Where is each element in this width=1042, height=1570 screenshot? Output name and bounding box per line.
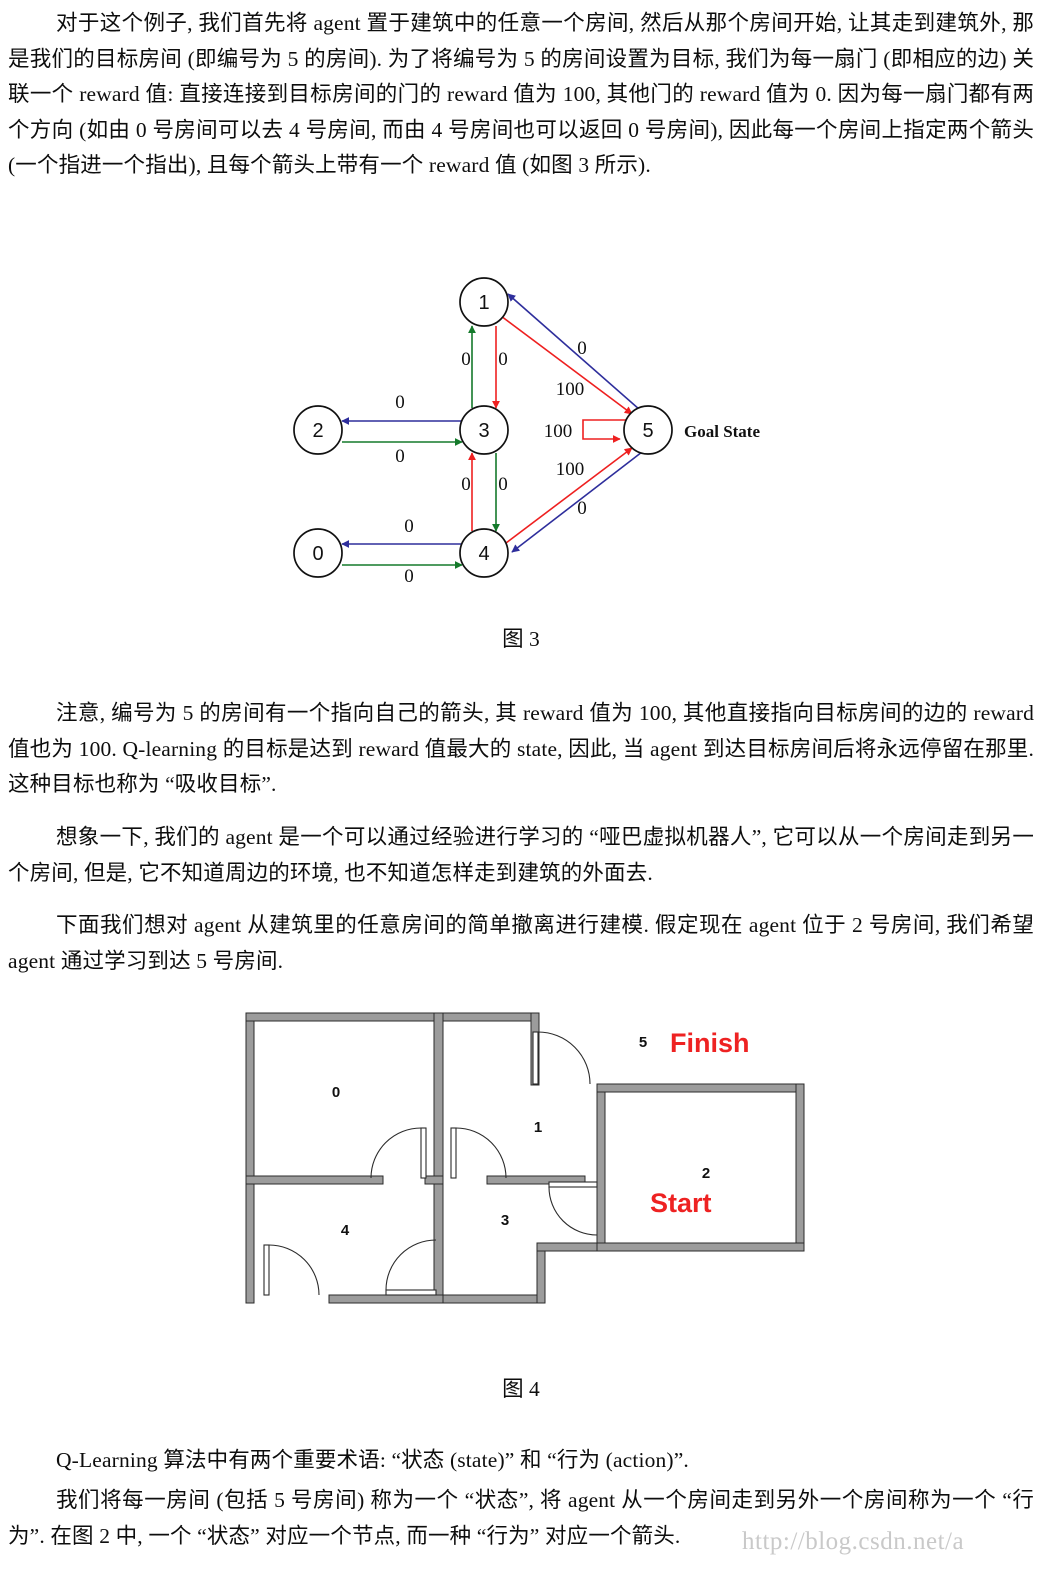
node-label-4: 4: [478, 543, 489, 565]
edge-4-to-5: [505, 447, 633, 544]
paragraph-4: 下面我们想对 agent 从建筑里的任意房间的简单撤离进行建模. 假定现在 ag…: [8, 913, 1034, 973]
reward-label-3-1: 0: [461, 349, 471, 370]
watermark-text: http://blog.csdn.net/a: [742, 1528, 965, 1555]
door-3-to-2: [548, 1181, 598, 1236]
node-label-0: 0: [312, 543, 323, 565]
edge-5-self-loop: [582, 419, 626, 443]
door-0-to-4: [370, 1127, 427, 1179]
reward-label-1-5: 100: [556, 379, 585, 400]
figure-3-graph: 1 2 3 5 0 4 0 0: [0, 262, 1042, 602]
graph-node-3: 3: [459, 405, 509, 455]
door-4-to-outside: [263, 1244, 320, 1296]
room-label-5: 5: [639, 1034, 647, 1051]
paragraph-5: Q-Learning 算法中有两个重要术语: “状态 (state)” 和 “行…: [56, 1448, 689, 1472]
node-label-2: 2: [312, 420, 323, 442]
reward-label-0-4: 0: [404, 566, 414, 587]
edge-5-to-4: [511, 451, 643, 553]
reward-label-3-4: 0: [498, 474, 508, 495]
door-1-to-5: [532, 1031, 591, 1085]
reward-label-5-5: 100: [544, 421, 573, 442]
reward-label-4-0: 0: [404, 516, 414, 537]
goal-state-label: Goal State: [684, 422, 760, 441]
edge-1-to-5: [500, 315, 633, 415]
room-label-1: 1: [534, 1119, 542, 1136]
graph-node-0: 0: [293, 528, 343, 578]
reward-label-4-5: 100: [556, 459, 585, 480]
graph-node-5: 5: [623, 405, 673, 455]
graph-node-1: 1: [459, 277, 509, 327]
finish-label: Finish: [670, 1028, 750, 1058]
room-label-0: 0: [332, 1084, 340, 1101]
node-label-3: 3: [478, 420, 489, 442]
graph-node-2: 2: [293, 405, 343, 455]
reward-label-2-3: 0: [395, 446, 405, 467]
figure-3-svg: 1 2 3 5 0 4 0 0: [293, 277, 760, 587]
floorplan-doors: [263, 1031, 598, 1296]
node-label-1: 1: [478, 292, 489, 314]
node-label-5: 5: [642, 420, 653, 442]
floorplan-walls: [245, 1012, 805, 1304]
paragraph-6: 我们将每一房间 (包括 5 号房间) 称为一个 “状态”, 将 agent 从一…: [8, 1488, 1034, 1548]
figure-4-caption: 图 4: [502, 1377, 540, 1401]
edge-5-to-1: [507, 293, 641, 411]
room-label-3: 3: [501, 1212, 509, 1229]
reward-label-5-1: 0: [577, 338, 587, 359]
reward-label-4-3: 0: [461, 474, 471, 495]
paragraph-1: 对于这个例子, 我们首先将 agent 置于建筑中的任意一个房间, 然后从那个房…: [8, 11, 1034, 178]
figure-3-caption: 图 3: [502, 627, 540, 651]
door-1-to-3: [450, 1127, 507, 1179]
door-4-to-3: [385, 1239, 437, 1296]
figure-4-svg: 0 1 2 3 4 5 Finish Start: [245, 1012, 805, 1304]
reward-label-5-4: 0: [577, 498, 587, 519]
paragraph-3: 想象一下, 我们的 agent 是一个可以通过经验进行学习的 “哑巴虚拟机器人”…: [8, 825, 1034, 885]
start-label: Start: [650, 1188, 712, 1218]
graph-node-4: 4: [459, 528, 509, 578]
figure-4-floorplan: 0 1 2 3 4 5 Finish Start: [0, 1000, 1042, 1330]
reward-label-1-3: 0: [498, 349, 508, 370]
paragraph-2: 注意, 编号为 5 的房间有一个指向自己的箭头, 其 reward 值为 100…: [8, 701, 1034, 797]
room-label-2: 2: [702, 1165, 710, 1182]
room-label-4: 4: [341, 1222, 350, 1239]
reward-label-3-2: 0: [395, 392, 405, 413]
